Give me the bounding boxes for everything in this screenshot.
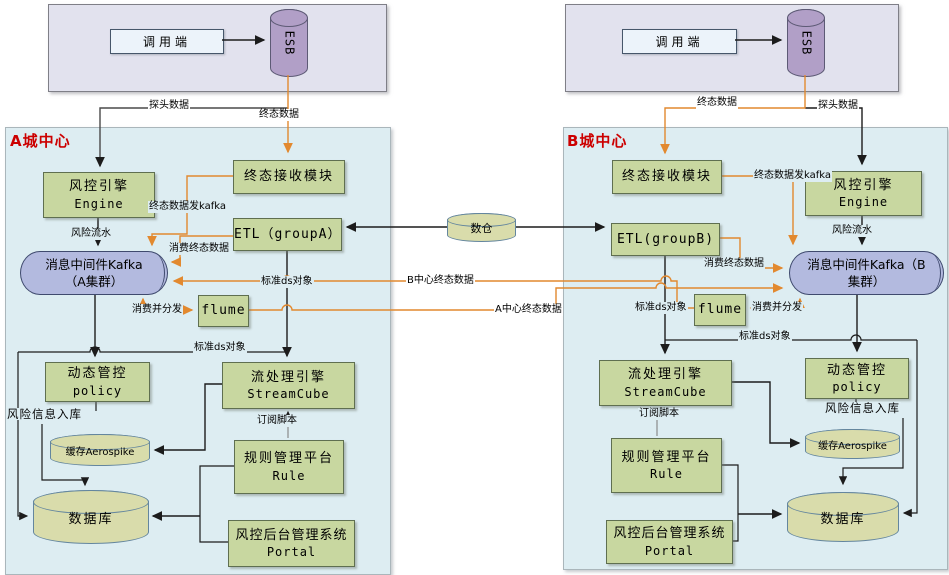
kafka-cluster-b: 消息中间件Kafka（B 集群） <box>789 251 944 295</box>
label-consume-final-a: 消费终态数据 <box>168 243 230 255</box>
portal-b: 风控后台管理系统 Portal <box>606 520 733 564</box>
label-b-to-a-final-data: B中心终态数据 <box>406 275 475 287</box>
label-probe-data-b: 探头数据 <box>817 100 859 112</box>
esb-cylinder-a: ESB <box>270 9 308 77</box>
label-a-to-b-final-data: A中心终态数据 <box>494 304 563 316</box>
label-risk-into-db-a: 风险信息入库 <box>6 407 83 421</box>
aerospike-cache-b: 缓存Aerospike <box>805 429 900 459</box>
label-consume-distribute-b: 消费并分发 <box>751 302 803 314</box>
label-std-ds-a: 标准ds对象 <box>193 342 247 354</box>
label-consume-final-b: 消费终态数据 <box>703 258 765 270</box>
streamcube-b: 流处理引擎 StreamCube <box>599 360 732 406</box>
rule-platform-b: 规则管理平台 Rule <box>611 438 722 493</box>
flume-a: flume <box>198 295 249 327</box>
database-a: 数据库 <box>33 490 149 544</box>
rule-platform-a: 规则管理平台 Rule <box>234 440 344 494</box>
caller-node-a: 调用端 <box>110 29 224 54</box>
policy-a: 动态管控 policy <box>45 362 150 402</box>
aerospike-cache-a: 缓存Aerospike <box>50 434 150 466</box>
label-final-to-kafka-a: 终态数据发kafka <box>148 201 228 213</box>
label-probe-data-a: 探头数据 <box>148 100 190 112</box>
flume-b: flume <box>694 294 746 326</box>
policy-b: 动态管控 policy <box>805 358 909 399</box>
esb-label-a: ESB <box>282 30 296 56</box>
final-receiver-a: 终态接收模块 <box>233 160 345 194</box>
label-final-data-a: 终态数据 <box>258 109 300 121</box>
label-risk-flow-b: 风险流水 <box>831 225 873 237</box>
esb-cylinder-b: ESB <box>787 9 825 77</box>
kafka-cluster-a: 消息中间件Kafka （A集群） <box>20 251 168 295</box>
label-std-ds-b: 标准ds对象 <box>738 331 792 343</box>
database-b: 数据库 <box>787 492 899 542</box>
label-final-data-b: 终态数据 <box>696 97 738 109</box>
etl-b: ETL(groupB) <box>611 223 720 256</box>
etl-a: ETL（groupA） <box>233 218 342 251</box>
label-risk-flow-a: 风险流水 <box>70 228 112 240</box>
label-risk-into-db-b: 风险信息入库 <box>824 401 901 415</box>
label-std-ds-flume-b: 标准ds对象 <box>634 302 688 314</box>
streamcube-a: 流处理引擎 StreamCube <box>222 362 355 409</box>
label-consume-distribute-a: 消费并分发 <box>131 304 183 316</box>
zone-b-title: B城中心 <box>567 132 628 150</box>
label-subscribe-b: 订阅脚本 <box>638 408 680 420</box>
zone-a-title: A城中心 <box>10 132 71 150</box>
final-receiver-b: 终态接收模块 <box>612 160 722 194</box>
label-std-ds-orange-a: 标准ds对象 <box>260 276 314 288</box>
label-subscribe-a: 订阅脚本 <box>256 415 298 427</box>
label-final-to-kafka-b: 终态数据发kafka <box>753 170 833 182</box>
esb-label-b: ESB <box>799 30 813 56</box>
caller-node-b: 调用端 <box>622 29 737 54</box>
risk-engine-a: 风控引擎 Engine <box>43 172 155 218</box>
portal-a: 风控后台管理系统 Portal <box>228 520 355 567</box>
data-warehouse: 数仓 <box>447 213 516 242</box>
